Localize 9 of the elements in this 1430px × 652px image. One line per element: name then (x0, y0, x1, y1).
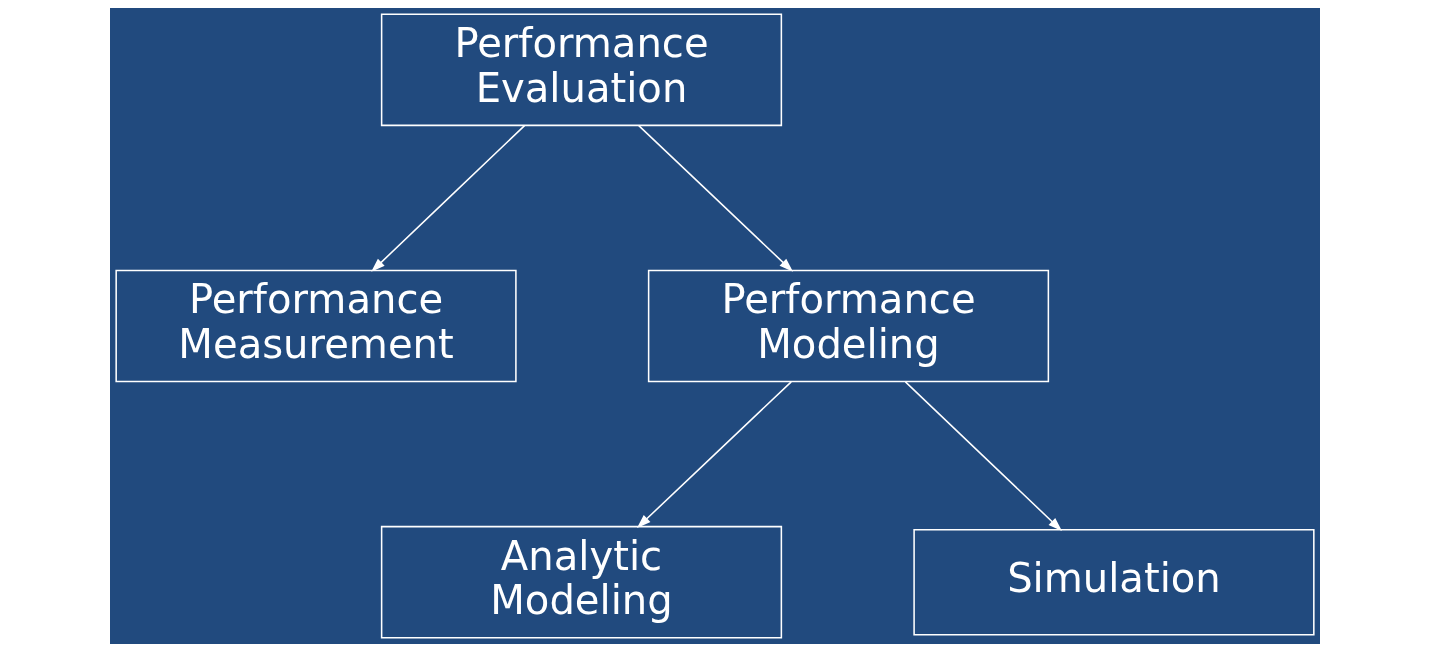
node-box: Analytic Modeling (380, 525, 783, 639)
node-box: Performance Evaluation (380, 13, 783, 127)
node-box: Simulation (913, 528, 1315, 636)
arrow (371, 124, 526, 272)
arrow (637, 381, 792, 529)
node-box: Performance Modeling (647, 269, 1050, 383)
arrow (904, 381, 1062, 532)
node-box: Performance Measurement (115, 269, 517, 383)
arrow (638, 124, 793, 272)
